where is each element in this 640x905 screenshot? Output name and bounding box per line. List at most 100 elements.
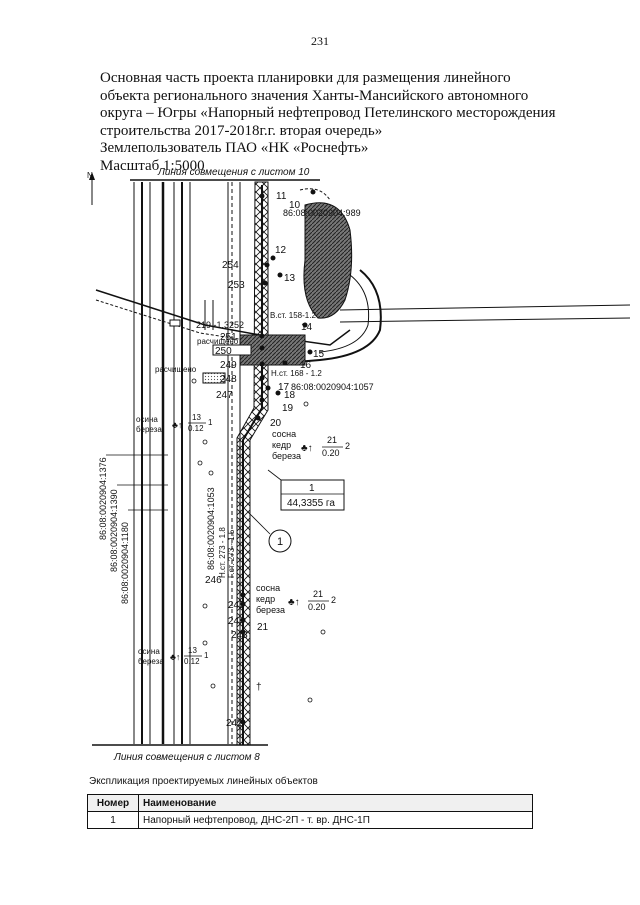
cadastral-number: 86:08:0020904:1376: [98, 457, 108, 540]
header-name: Наименование: [138, 794, 533, 812]
point-label: 245: [228, 600, 245, 611]
forest-species: сосна: [272, 429, 296, 439]
boundary-points: [240, 189, 316, 725]
point-label: 19: [282, 403, 294, 414]
point-label: 13: [284, 273, 296, 284]
title-line: округа – Югры «Напорный нефтепровод Пете…: [100, 105, 556, 121]
point-label: 17: [278, 382, 290, 393]
table-row: 1 Напорный нефтепровод, ДНС-2П - т. вр. …: [87, 811, 533, 829]
header-number: Номер: [87, 794, 139, 812]
bottom-match-label: Линия совмещения с листом 8: [113, 752, 260, 763]
forest-label: осина береза ♣↑ 13 0.12 1: [138, 646, 209, 666]
parcel-area-box: 1 44,3355 га: [267, 469, 345, 511]
point-label: 248: [220, 374, 237, 385]
point-label: 20: [270, 418, 282, 429]
station-label: Н.ст. 168 - 1.2: [271, 369, 322, 378]
station-label: Н.ст. 273 - 1.8: [218, 527, 227, 578]
corridor-lines: [133, 182, 241, 744]
title-line: объекта регионального значения Ханты-Ман…: [100, 87, 529, 104]
forest-species: береза: [256, 605, 285, 615]
point-label: 242: [226, 718, 243, 729]
north-arrow: N: [87, 171, 95, 205]
forest-label: сосна кедр береза ♣↑ 21 0.20 2: [256, 583, 336, 615]
scale-line: Масштаб 1:5000: [100, 157, 205, 174]
object-number: 1: [277, 536, 283, 548]
cadastral-number: 86:08:0020904:1390: [109, 489, 119, 572]
point-label: 246: [205, 575, 222, 586]
point-label: 11: [276, 191, 287, 202]
parcel-area: 44,3355 га: [287, 498, 335, 509]
tree-icon: ♣↑: [170, 652, 180, 662]
forest-label: осина береза ♣↑ 13 0.12 1: [136, 413, 213, 434]
forest-species: осина: [136, 415, 158, 424]
object-number-circle: 1: [247, 511, 292, 553]
forest-multiplier: 1: [204, 651, 209, 660]
point-label: 250: [215, 346, 232, 357]
station-label: Г.ст. 273 - 1.5: [227, 529, 236, 578]
forest-fraction-num: 21: [327, 435, 337, 445]
explication-caption: Экспликация проектируемых линейных объек…: [89, 776, 318, 787]
station-label: В.ст. 158-1.2: [270, 311, 316, 320]
point-label: 10: [289, 200, 301, 211]
point-label: 18: [284, 390, 296, 401]
point-label: 251: [220, 332, 237, 343]
cadastral-number: 86:08:0020904:989: [283, 208, 361, 218]
cadastral-number: 86:08:0020904:1053: [206, 487, 216, 570]
row-number: 1: [87, 811, 139, 829]
row-name: Напорный нефтепровод, ДНС-2П - т. вр. ДН…: [138, 811, 533, 829]
scattered-marks: [191, 378, 326, 703]
point-label: 14: [301, 322, 313, 333]
forest-fraction-den: 0.20: [322, 448, 340, 458]
point-label: 12: [275, 245, 287, 256]
forest-species: береза: [138, 657, 164, 666]
point-label: 21: [257, 622, 269, 633]
point-label: 253: [228, 280, 245, 291]
pipeline-route: [236, 181, 269, 746]
forest-multiplier: 1: [208, 418, 213, 427]
tree-icon: ♣↑: [172, 420, 182, 430]
page-number: 231: [311, 34, 329, 48]
forest-fraction-num: 13: [192, 413, 201, 422]
title-block: Основная часть проекта планировки для ра…: [100, 70, 600, 175]
forest-fraction-num: 13: [188, 646, 197, 655]
forest-species: кедр: [272, 440, 291, 450]
explication-table: Номер Наименование 1 Напорный нефтепрово…: [87, 794, 533, 829]
forest-species: береза: [136, 425, 162, 434]
point-label: 243: [231, 630, 248, 641]
top-match-label: Линия совмещения с листом 10: [157, 167, 310, 178]
point-label: 15: [313, 349, 325, 360]
forest-label: сосна кедр береза ♣↑ 21 0.20 2: [272, 429, 350, 461]
title-line: строительства 2017-2018г.г. вторая очере…: [100, 122, 383, 139]
land-user-line: Землепользователь ПАО «НК «Роснефть»: [100, 140, 369, 156]
cleared-label: расчищено: [197, 337, 239, 346]
cleared-label: расчищено: [155, 365, 197, 374]
hatched-area: [303, 202, 353, 319]
forest-fraction-den: 0.12: [184, 657, 200, 666]
forest-species: осина: [138, 647, 160, 656]
forest-fraction-den: 0.12: [188, 424, 204, 433]
tree-icon: ♣↑: [301, 443, 313, 454]
forest-fraction-den: 0.20: [308, 602, 326, 612]
table-header-row: Номер Наименование: [87, 794, 533, 812]
forest-multiplier: 2: [331, 595, 336, 605]
forest-species: береза: [272, 451, 301, 461]
forest-fraction-num: 21: [313, 589, 323, 599]
point-label: 249: [220, 360, 237, 371]
point-label: 254: [222, 260, 239, 271]
road-crossing: [95, 269, 631, 366]
cadastral-number: 86:08:0020904:1180: [120, 522, 130, 604]
tree-icon: ♣↑: [288, 597, 300, 608]
forest-multiplier: 2: [345, 441, 350, 451]
point-label: 247: [216, 390, 233, 401]
point-label: 244: [228, 616, 245, 627]
parcel-number: 1: [309, 483, 315, 494]
title-line: Основная часть проекта планировки для ра…: [100, 70, 511, 86]
forest-species: кедр: [256, 594, 275, 604]
point-label: 16: [300, 360, 312, 371]
forest-species: сосна: [256, 583, 280, 593]
station-label: 219 -1.3252: [196, 320, 244, 330]
cadastral-number: 86:08:0020904:1057: [291, 382, 374, 392]
north-label: N: [87, 171, 93, 180]
marker-glyph: †: [256, 682, 262, 693]
